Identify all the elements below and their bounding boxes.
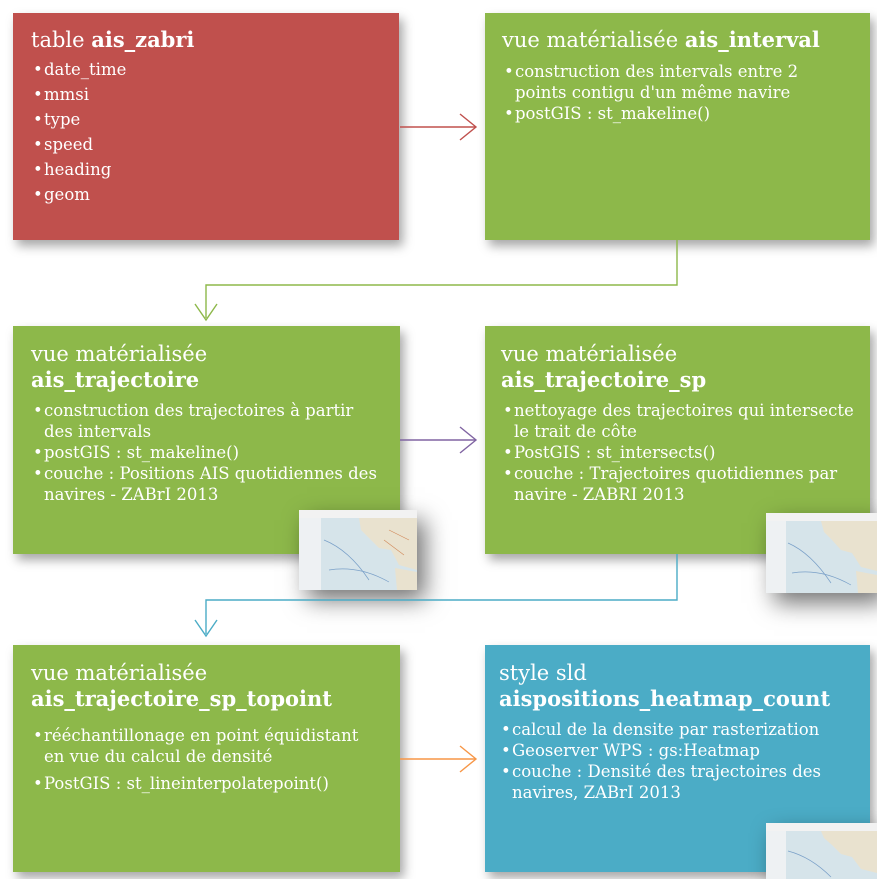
list-item: mmsi <box>33 84 381 105</box>
arrow-green <box>194 240 678 322</box>
table-ais-zabri-box: table ais_zabri date_time mmsi type spee… <box>13 13 399 240</box>
list-item: couche : Densité des trajectoires des na… <box>501 761 856 803</box>
box-items: construction des intervals entre 2 point… <box>504 61 853 124</box>
list-item: Geoserver WPS : gs:Heatmap <box>501 740 856 761</box>
box-items: rééchantillonage en point équidistant en… <box>33 725 363 794</box>
box-items: date_time mmsi type speed heading geom <box>33 59 381 205</box>
arrow-red <box>400 113 478 141</box>
list-item: postGIS : st_makeline() <box>504 103 853 124</box>
list-item: PostGIS : st_lineinterpolatepoint() <box>33 773 363 794</box>
list-item: construction des intervals entre 2 point… <box>504 61 853 103</box>
box-items: construction des trajectoires à partir d… <box>33 400 382 505</box>
arrow-blue <box>194 554 678 638</box>
list-item: PostGIS : st_intersects() <box>503 442 854 463</box>
box-title: table ais_zabri <box>31 27 195 52</box>
box-items: nettoyage des trajectoires qui intersect… <box>503 400 854 505</box>
list-item: speed <box>33 134 381 155</box>
list-item: postGIS : st_makeline() <box>33 442 382 463</box>
arrow-purple <box>400 426 478 454</box>
list-item: heading <box>33 159 381 180</box>
list-item: nettoyage des trajectoires qui intersect… <box>503 400 854 442</box>
list-item: type <box>33 109 381 130</box>
box-title: vue matérialisée ais_interval <box>502 27 820 52</box>
arrow-orange <box>400 745 478 773</box>
list-item: couche : Positions AIS quotidiennes des … <box>33 463 382 505</box>
map-thumbnail <box>766 513 877 593</box>
list-item: date_time <box>33 59 381 80</box>
list-item: calcul de la densite par rasterization <box>501 719 856 740</box>
box-items: calcul de la densite par rasterization G… <box>501 719 856 803</box>
list-item: geom <box>33 184 381 205</box>
list-item: rééchantillonage en point équidistant en… <box>33 725 363 767</box>
ais-interval-box: vue matérialisée ais_interval constructi… <box>485 13 870 240</box>
map-thumbnail <box>299 510 417 590</box>
map-thumbnail <box>766 823 877 879</box>
list-item: construction des trajectoires à partir d… <box>33 400 382 442</box>
list-item: couche : Trajectoires quotidiennes par n… <box>503 463 854 505</box>
